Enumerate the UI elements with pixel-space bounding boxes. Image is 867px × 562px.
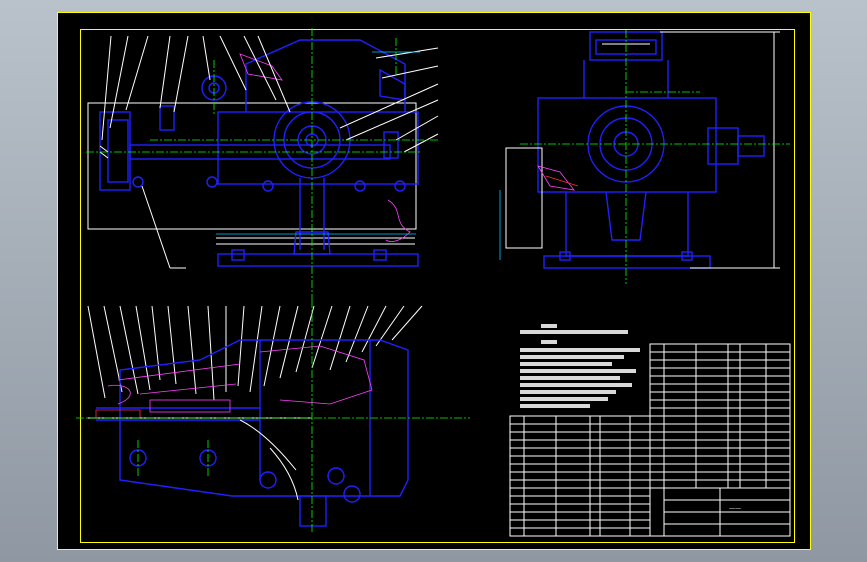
title-block-label: ——	[729, 505, 741, 512]
parts-list-left	[509, 415, 651, 537]
front-view-centerlines	[86, 28, 440, 300]
top-view-centerlines	[76, 300, 470, 534]
outer-sheet-frame	[57, 12, 811, 550]
front-view	[87, 39, 419, 267]
technical-notes	[520, 324, 640, 408]
dimension-lines	[216, 51, 501, 260]
top-view	[87, 305, 423, 527]
parts-list-right	[649, 343, 791, 537]
front-view-leaders	[101, 35, 439, 269]
inner-drawing-frame	[80, 29, 795, 543]
side-view-centerlines	[520, 30, 790, 284]
side-view	[505, 31, 780, 269]
